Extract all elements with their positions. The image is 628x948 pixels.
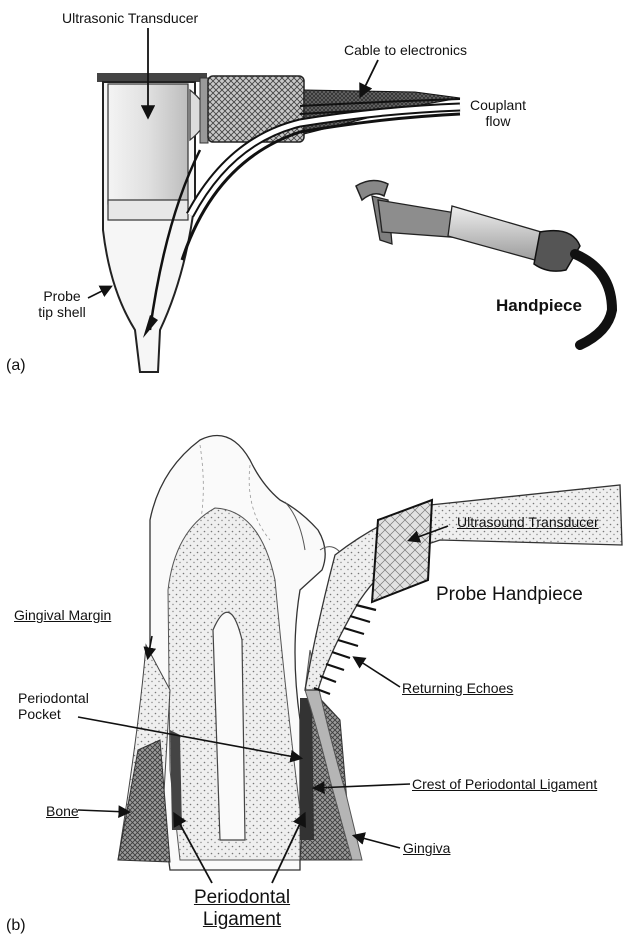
label-periodontal-pocket: Periodontal Pocket [18, 690, 89, 722]
label-ultrasonic-transducer: Ultrasonic Transducer [62, 10, 198, 26]
label-probe-line1: Probe [26, 288, 98, 304]
label-couplant-flow: Couplant flow [462, 97, 534, 129]
ultrasound-transducer [372, 500, 432, 602]
panel-a-probe-diagram: Ultrasonic Transducer Cable to electroni… [0, 0, 628, 390]
label-probe-line2: tip shell [26, 304, 98, 320]
label-probe-handpiece: Probe Handpiece [436, 584, 583, 606]
label-gingival-margin: Gingival Margin [14, 607, 111, 623]
connector-block [208, 76, 304, 142]
label-periodontal-pocket-line2: Pocket [18, 706, 89, 722]
label-cable-to-electronics: Cable to electronics [344, 42, 467, 58]
label-returning-echoes: Returning Echoes [402, 680, 513, 696]
label-periodontal-pocket-line1: Periodontal [18, 690, 89, 706]
tooth-illustration [0, 390, 628, 948]
panel-a-label: (a) [6, 358, 26, 374]
label-gingiva: Gingiva [403, 840, 450, 856]
label-periodontal-ligament: Periodontal Ligament [152, 887, 332, 931]
label-ligament-line2: Ligament [152, 909, 332, 931]
label-ultrasound-transducer: Ultrasound Transducer [457, 514, 599, 530]
handpiece-illustration [356, 180, 612, 345]
probe-cap [97, 73, 207, 82]
label-couplant-line1: Couplant [462, 97, 534, 113]
label-ligament-line1: Periodontal [152, 887, 332, 909]
label-probe-tip-shell: Probe tip shell [26, 288, 98, 320]
label-crest-periodontal-ligament: Crest of Periodontal Ligament [412, 776, 597, 792]
panel-b-periodontal-diagram: Ultrasound Transducer Probe Handpiece Gi… [0, 390, 628, 948]
label-handpiece: Handpiece [496, 298, 582, 314]
label-couplant-line2: flow [462, 113, 534, 129]
panel-b-label: (b) [6, 918, 26, 934]
label-bone: Bone [46, 803, 79, 819]
probe-illustration [0, 0, 628, 390]
